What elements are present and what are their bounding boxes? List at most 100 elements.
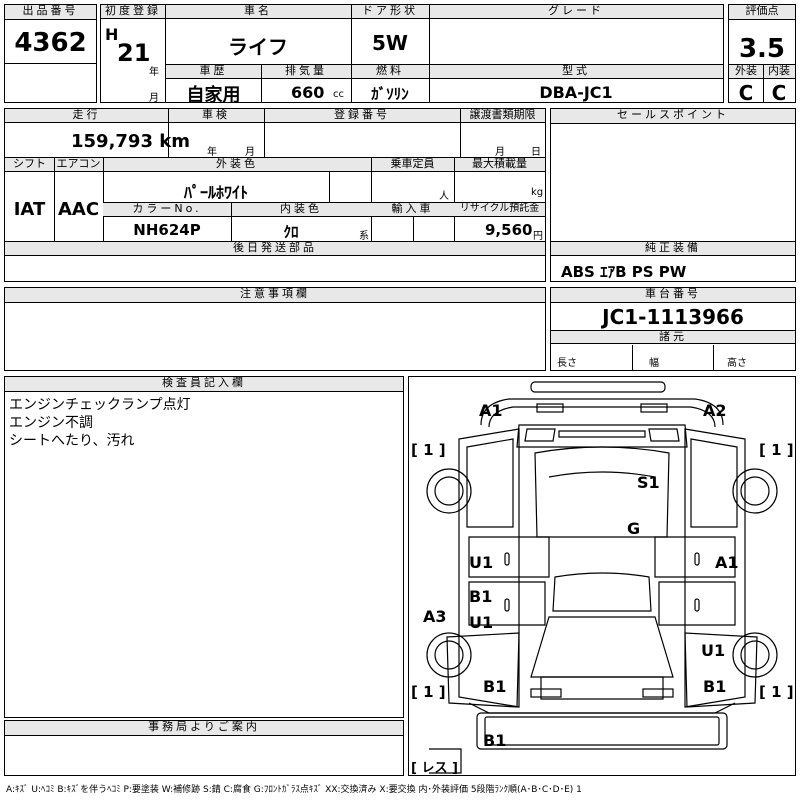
equip-label: 純正装備 [551, 242, 795, 256]
sales-point-box: セールスポイント 純正装備 ABS ｴｱB PS PW [550, 108, 796, 282]
int-label: 内装 [763, 65, 795, 79]
import-label: 輸入車 [371, 203, 454, 217]
chassis-box: 車台番号 JC1-1113966 諸元 長さ 幅 高さ [550, 287, 796, 371]
ac-label: エアコン [54, 158, 103, 172]
reg-year: 21 [117, 39, 151, 67]
colorno-label: カラーNo. [103, 203, 231, 217]
car-name-label: 車名 [165, 5, 351, 19]
model-label: 型式 [429, 65, 723, 79]
capacity-unit: 人 [439, 191, 449, 202]
main-header-box: 初度登録 車名 ドア形状 グレード H 21 年 月 ライフ 5W 車歴 排気量… [100, 4, 724, 106]
tire-front-right: [ 1 ] [759, 441, 794, 459]
inspection-label: 車検 [168, 109, 264, 123]
door-label: ドア形状 [351, 5, 429, 19]
spare-tire: [ レス ] [411, 761, 458, 776]
ac: AAC [57, 199, 100, 220]
tire-rear-left: [ 1 ] [411, 683, 446, 701]
lot-number: 4362 [14, 28, 87, 58]
shift-label: シフト [5, 158, 54, 172]
damage-mark: A3 [423, 607, 447, 626]
displacement: 660 [291, 83, 325, 102]
month-unit: 月 [149, 93, 159, 104]
color-label: 外装色 [103, 158, 371, 172]
equipment: ABS ｴｱB PS PW [561, 263, 687, 281]
tire-value: 1 [771, 441, 782, 459]
chassis-label: 車台番号 [551, 288, 795, 303]
spec-label: 諸元 [551, 330, 795, 344]
inspector-box: 検査員記入欄 エンジンチェックランプ点灯 エンジン不調 シートへたり、汚れ [4, 376, 404, 718]
notes-label: 注意事項欄 [5, 288, 545, 303]
fuel-label: 燃料 [351, 65, 429, 79]
displacement-unit: cc [333, 89, 344, 100]
grade-label: グレード [429, 5, 723, 19]
tire-value: 1 [771, 683, 782, 701]
notes-box: 注意事項欄 [4, 287, 546, 371]
tire-value: 1 [423, 441, 434, 459]
door-type: 5W [372, 31, 408, 55]
damage-mark: U1 [701, 641, 726, 660]
later-parts-label: 後日発送部品 [5, 242, 545, 256]
width-label: 幅 [649, 358, 659, 369]
exterior-color: ﾊﾟｰﾙﾎﾜｲﾄ [183, 183, 248, 202]
car-diagram-svg [426, 381, 778, 774]
recycle-fee: 9,560 [485, 221, 533, 239]
score-box: 評価点 3.5 外装 内装 C C [728, 4, 796, 105]
inspector-label: 検査員記入欄 [5, 377, 403, 392]
office-box: 事務局よりご案内 [4, 720, 404, 776]
interior-color: ｸﾛ [283, 223, 299, 241]
mileage: 159,793 km [71, 131, 190, 152]
interior-label: 内装色 [231, 203, 371, 217]
load-unit: kg [531, 187, 544, 198]
vehicle-details-box: 走行 車検 登録番号 譲渡書類期限 159,793 km 年 月 月 日 シフト… [4, 108, 546, 282]
tire-value: 1 [423, 683, 434, 701]
damage-mark: G [627, 519, 641, 538]
insp-month-unit: 月 [245, 147, 255, 158]
spare-value: レス [421, 761, 448, 776]
insp-year-unit: 年 [207, 147, 217, 158]
damage-mark: A2 [703, 401, 727, 420]
damage-diagram: A1 A2 S1 G U1 A1 B1 U1 A3 U1 B1 B1 B1 [ … [408, 376, 796, 776]
score: 3.5 [738, 34, 786, 64]
transfer-day-unit: 日 [531, 147, 541, 158]
score-label: 評価点 [729, 5, 795, 20]
history: 自家用 [186, 85, 241, 106]
office-label: 事務局よりご案内 [5, 721, 403, 736]
shift: IAT [13, 199, 46, 220]
sales-label: セールスポイント [551, 109, 795, 124]
tire-rear-right: [ 1 ] [759, 683, 794, 701]
transfer-month-unit: 月 [495, 147, 505, 158]
mileage-label: 走行 [5, 109, 168, 123]
damage-mark: U1 [469, 553, 494, 572]
recycle-label: リサイクル預託金 [454, 203, 545, 217]
tire-front-left: [ 1 ] [411, 441, 446, 459]
color-number: NH624P [133, 221, 201, 239]
transfer-label: 譲渡書類期限 [460, 109, 545, 123]
chassis-number: JC1-1113966 [602, 305, 744, 329]
model: DBA-JC1 [539, 83, 613, 102]
regno-label: 登録番号 [264, 109, 460, 123]
lot-box: 出品番号 4362 [4, 4, 97, 103]
damage-mark: A1 [479, 401, 503, 420]
displacement-label: 排気量 [261, 65, 351, 79]
reg-label: 初度登録 [101, 5, 165, 19]
length-label: 長さ [557, 358, 577, 369]
damage-mark: U1 [469, 613, 494, 632]
ext-grade: C [738, 81, 754, 105]
year-unit: 年 [149, 67, 159, 78]
lot-label: 出品番号 [5, 5, 96, 20]
car-name: ライフ [228, 35, 288, 59]
interior-unit: 系 [359, 231, 369, 242]
inspector-line: エンジン不調 [9, 415, 93, 431]
ext-label: 外装 [729, 65, 763, 79]
load-label: 最大積載量 [454, 158, 545, 172]
history-label: 車歴 [166, 65, 261, 79]
height-label: 高さ [727, 358, 747, 369]
damage-mark: B1 [703, 677, 727, 696]
legend: A:ｷｽﾞ U:ﾍｺﾐ B:ｷｽﾞを伴うﾍｺﾐ P:要塗装 W:補修跡 S:錆 … [6, 785, 582, 795]
inspector-line: シートへたり、汚れ [9, 433, 135, 449]
damage-mark: B1 [469, 587, 493, 606]
int-grade: C [771, 81, 787, 105]
damage-mark: B1 [483, 677, 507, 696]
inspector-line: エンジンチェックランプ点灯 [9, 397, 191, 413]
